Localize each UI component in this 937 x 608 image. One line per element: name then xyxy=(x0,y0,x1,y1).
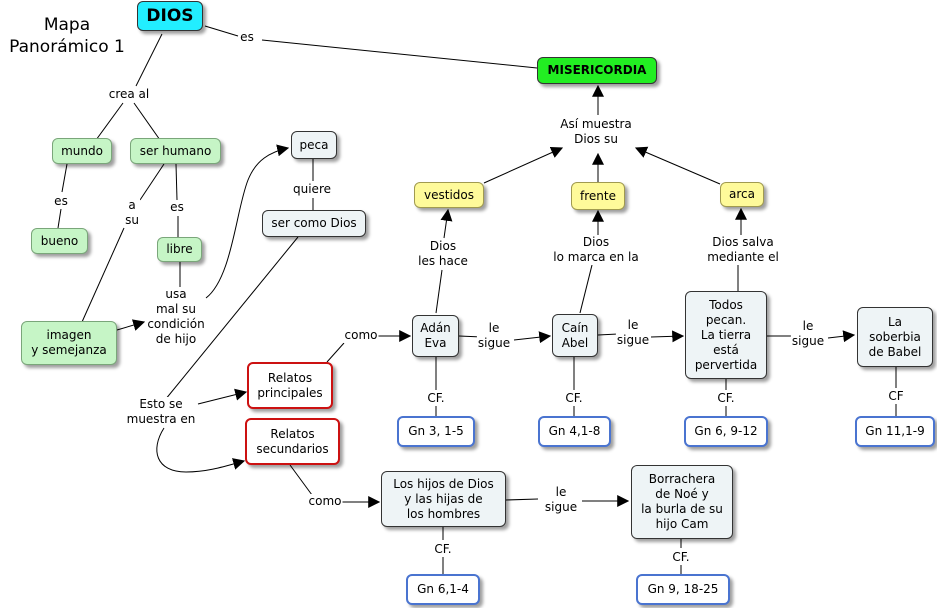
node-gn3[interactable]: Gn 3, 1-5 xyxy=(397,416,475,447)
node-mundo[interactable]: mundo xyxy=(52,138,112,164)
link-cf-1: CF. xyxy=(426,391,446,406)
link-como-1: como xyxy=(343,328,379,343)
node-cain-abel[interactable]: Caín Abel xyxy=(552,314,598,357)
node-bueno[interactable]: bueno xyxy=(31,228,88,254)
node-frente[interactable]: frente xyxy=(571,182,625,210)
node-gn6-1[interactable]: Gn 6,1-4 xyxy=(406,574,480,605)
node-ser-humano[interactable]: ser humano xyxy=(130,138,221,164)
node-dios[interactable]: DIOS xyxy=(137,1,203,31)
node-relatos-secundarios[interactable]: Relatos secundarios xyxy=(245,418,340,465)
map-title: Mapa Panorámico 1 xyxy=(9,15,125,57)
link-cf-3: CF. xyxy=(716,391,736,406)
link-a-su: a su xyxy=(124,198,140,228)
link-asi-muestra: Así muestra Dios su xyxy=(559,117,633,147)
link-le-sigue-1: le sigue xyxy=(476,321,512,351)
node-babel[interactable]: La soberbia de Babel xyxy=(857,307,933,367)
link-le-sigue-3: le sigue xyxy=(790,319,826,349)
node-misericordia[interactable]: MISERICORDIA xyxy=(537,57,657,84)
link-es-top: es xyxy=(239,30,255,45)
link-crea-al: crea al xyxy=(107,87,151,102)
link-es-libre: es xyxy=(169,200,185,215)
node-borrachera[interactable]: Borrachera de Noé y la burla de su hijo … xyxy=(631,465,733,539)
node-arca[interactable]: arca xyxy=(720,182,764,207)
node-gn4[interactable]: Gn 4,1-8 xyxy=(538,416,611,447)
link-dios-les-hace: Dios les hace xyxy=(417,239,469,269)
node-imagen[interactable]: imagen y semejanza xyxy=(21,321,117,365)
link-cf-5: CF. xyxy=(433,542,453,557)
link-le-sigue-2: le sigue xyxy=(615,318,651,348)
link-dios-lo-marca: Dios lo marca en la xyxy=(552,235,640,265)
node-todos-pecan[interactable]: Todos pecan. La tierra está pervertida xyxy=(685,291,767,379)
node-libre[interactable]: libre xyxy=(157,237,202,262)
node-peca[interactable]: peca xyxy=(291,131,337,159)
node-gn11[interactable]: Gn 11,1-9 xyxy=(855,416,935,447)
link-dios-salva: Dios salva mediante el xyxy=(706,235,780,265)
link-usa-mal: usa mal su condición de hijo xyxy=(146,287,206,347)
link-cf-2: CF. xyxy=(564,391,584,406)
node-hijos-de-dios[interactable]: Los hijos de Dios y las hijas de los hom… xyxy=(381,471,506,527)
node-relatos-principales[interactable]: Relatos principales xyxy=(247,362,333,409)
node-ser-como-dios[interactable]: ser como Dios xyxy=(262,210,366,237)
node-gn9[interactable]: Gn 9, 18-25 xyxy=(636,574,730,605)
link-cf-4: CF xyxy=(887,389,905,404)
link-esto-se-muestra: Esto se muestra en xyxy=(125,397,197,427)
link-quiere: quiere xyxy=(292,182,332,197)
link-cf-6: CF. xyxy=(671,550,691,565)
node-adan-eva[interactable]: Adán Eva xyxy=(412,315,459,357)
node-vestidos[interactable]: vestidos xyxy=(414,182,484,208)
link-es-bueno: es xyxy=(53,194,69,209)
link-como-2: como xyxy=(307,494,343,509)
node-gn6-9[interactable]: Gn 6, 9-12 xyxy=(684,416,768,447)
link-le-sigue-4: le sigue xyxy=(543,485,579,515)
